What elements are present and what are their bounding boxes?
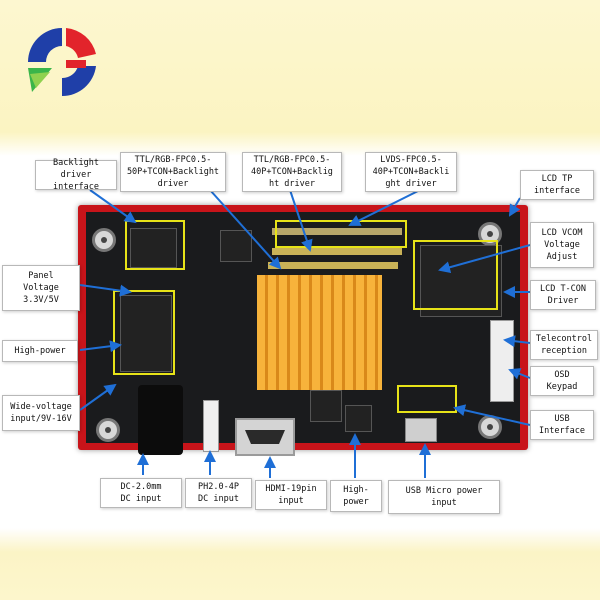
chip <box>130 228 177 268</box>
highlight-box <box>113 290 175 375</box>
dc-jack <box>138 385 183 455</box>
label-dc-input: DC-2.0mm DC input <box>100 478 182 508</box>
label-osd-keypad: OSD Keypad <box>530 366 594 396</box>
mount-hole <box>92 228 116 252</box>
label-hdmi: HDMI-19pin input <box>255 480 327 510</box>
usb-micro-port <box>405 418 437 442</box>
chip <box>220 230 252 262</box>
mount-hole <box>478 415 502 439</box>
chip <box>345 405 372 432</box>
label-usb-interface: USB Interface <box>530 410 594 440</box>
label-lcd-tcon: LCD T-CON Driver <box>530 280 596 310</box>
ph-connector <box>203 400 219 452</box>
power-components <box>120 295 172 372</box>
side-connector <box>490 320 514 402</box>
fpc-connector-40p <box>268 262 398 269</box>
highlight-box <box>413 240 498 310</box>
fpc-connector-50p <box>272 248 402 255</box>
highlight-box <box>275 220 407 248</box>
chip <box>310 390 342 422</box>
label-backlight-driver: Backlight driver interface <box>35 158 117 192</box>
label-lcd-vcom: LCD VCOM Voltage Adjust <box>530 222 594 268</box>
label-ph-input: PH2.0-4P DC input <box>185 478 252 508</box>
label-ttl-40p: TTL/RGB-FPC0.5- 40P+TCON+Backlig ht driv… <box>242 152 342 192</box>
label-usb-micro: USB Micro power input <box>388 480 500 514</box>
highlight-box <box>125 220 185 270</box>
lvds-connector <box>272 228 402 235</box>
label-panel-voltage: Panel Voltage 3.3V/5V <box>2 265 80 311</box>
mount-hole <box>96 418 120 442</box>
hdmi-port <box>235 418 295 456</box>
highlight-box <box>397 385 457 413</box>
label-ttl-50p: TTL/RGB-FPC0.5- 50P+TCON+Backlight drive… <box>120 152 226 192</box>
label-high-power-bottom: High- power <box>330 480 382 512</box>
label-lvds-40p: LVDS-FPC0.5- 40P+TCON+Backli ght driver <box>365 152 457 192</box>
label-telecontrol: Telecontrol reception <box>530 330 598 360</box>
label-high-power-left: High-power <box>2 340 78 362</box>
label-lcd-tp: LCD TP interface <box>520 170 594 200</box>
label-wide-voltage: Wide-voltage input/9V-16V <box>2 395 80 431</box>
heatsink <box>257 275 382 390</box>
company-logo <box>28 28 96 97</box>
